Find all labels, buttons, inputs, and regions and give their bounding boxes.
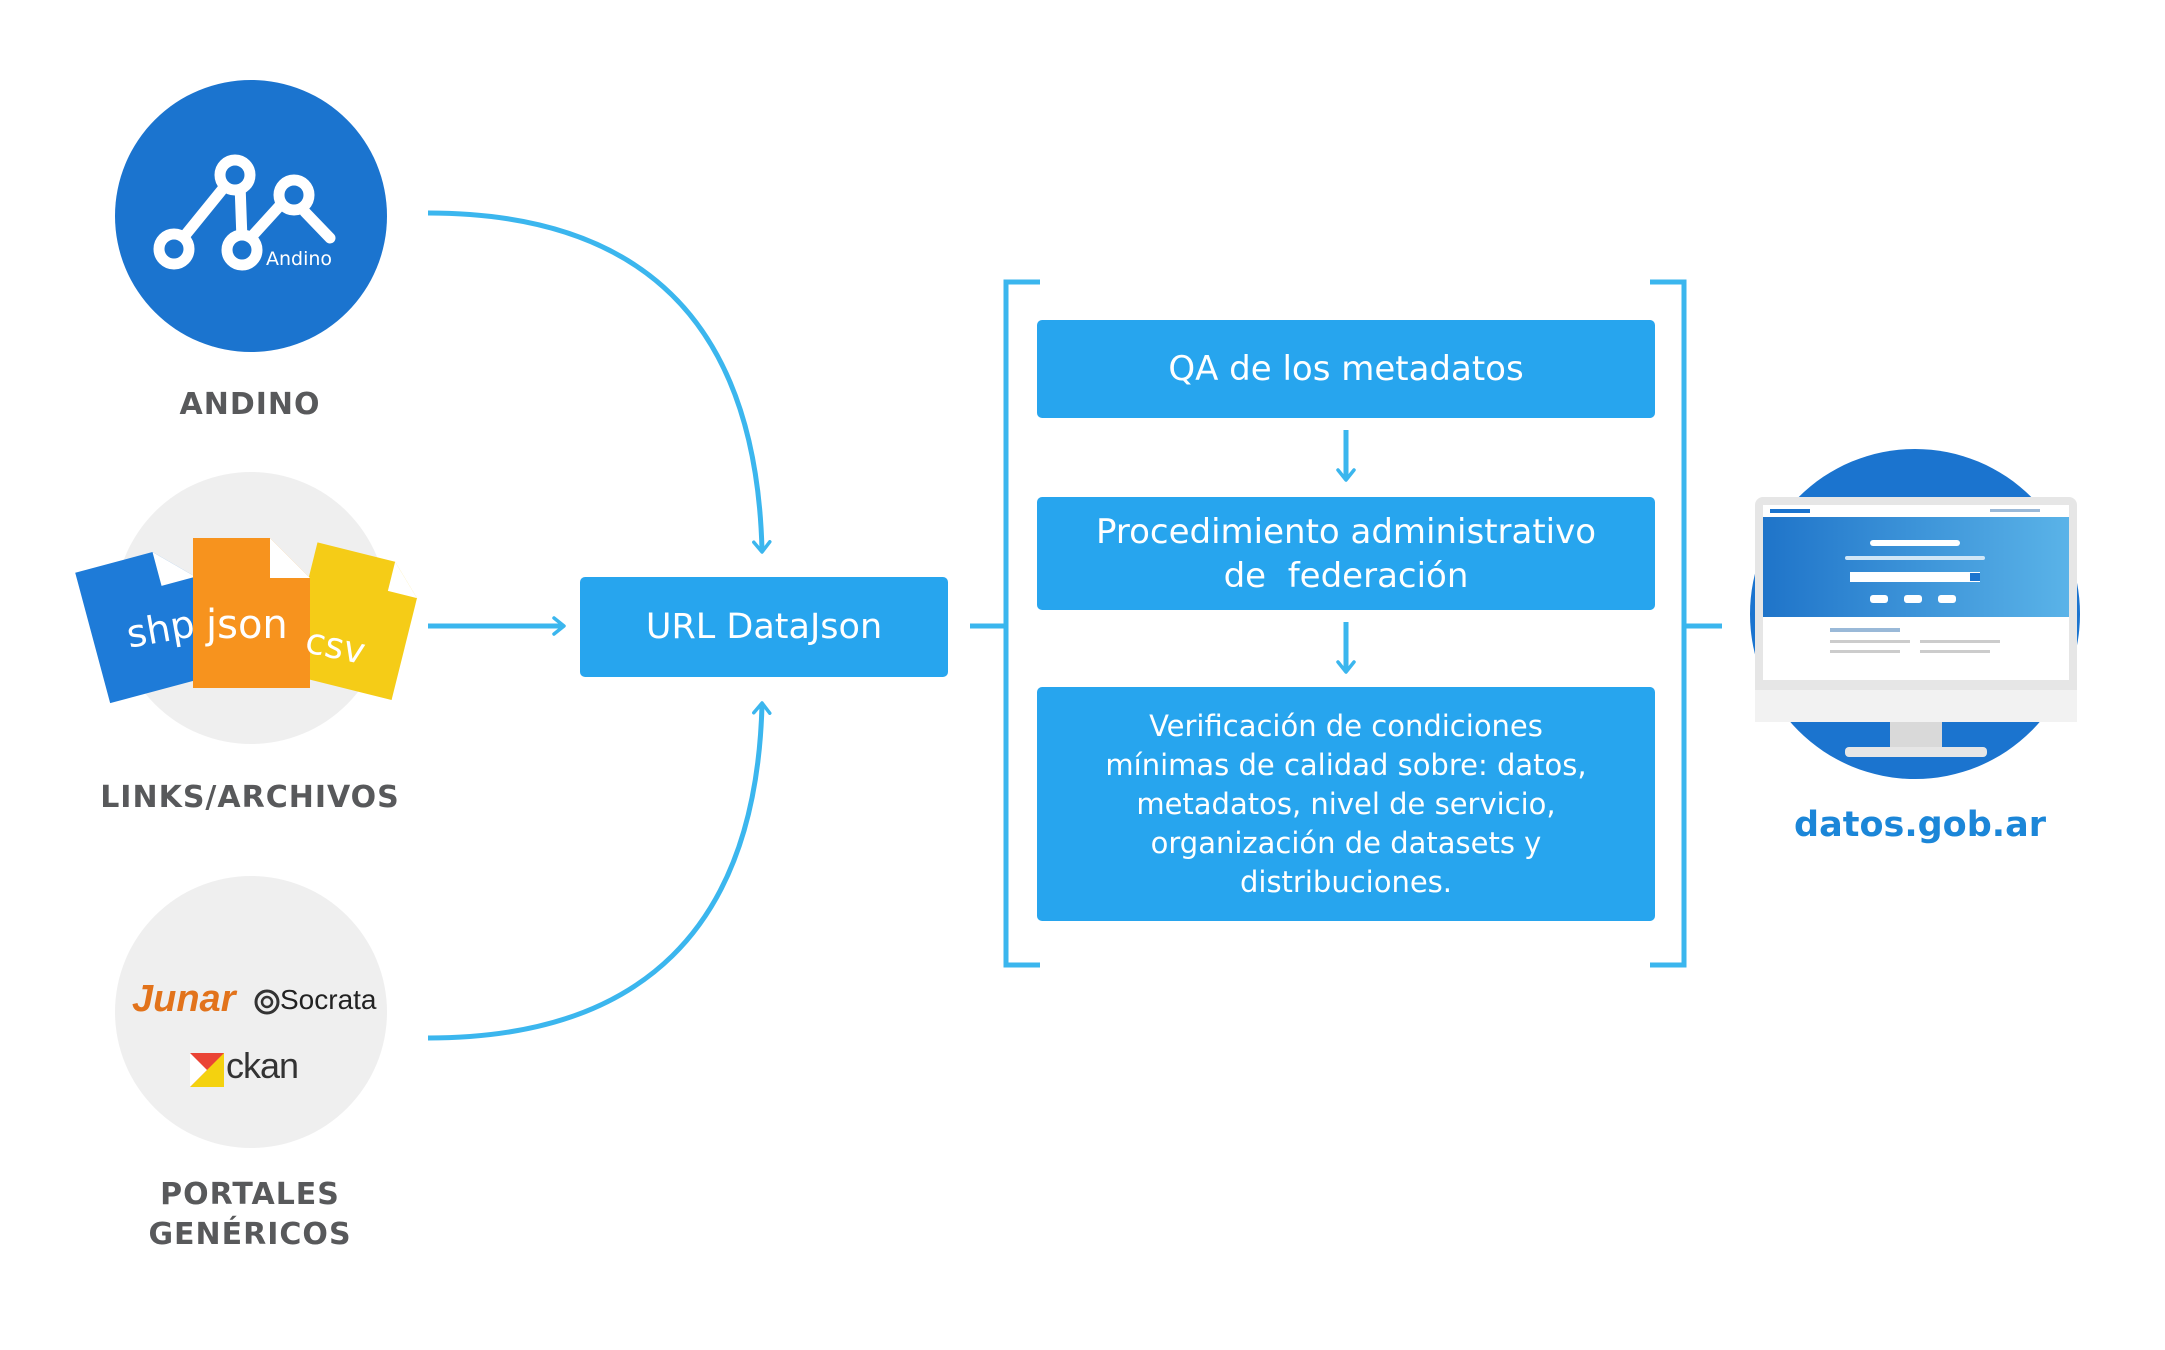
socrata-logo-text: Socrata [280, 984, 377, 1015]
verif-line2: mínimas de calidad sobre: datos, [1105, 747, 1587, 782]
arrow-andino-to-url [427, 210, 772, 554]
url-datajson-box: URL DataJson [580, 577, 948, 677]
junar-logo-text: Junar [132, 978, 236, 1020]
ckan-logo-icon [190, 1053, 224, 1087]
json-file-icon [193, 538, 310, 688]
portales-label-line2: GENÉRICOS [148, 1217, 352, 1252]
quality-verification-box: Verificación de condiciones mínimas de c… [1037, 687, 1655, 921]
portales-label: PORTALES GENÉRICOS [90, 1175, 410, 1255]
verif-line1: Verificación de condiciones [1149, 708, 1543, 743]
andino-logo-icon [153, 154, 336, 271]
andino-label: ANDINO [179, 387, 321, 422]
admin-procedure-line1: Procedimiento administrativo [1095, 511, 1597, 552]
andino-logo-text: Andino [266, 248, 333, 270]
datos-gob-ar-label: datos.gob.ar [1794, 805, 2046, 845]
url-datajson-label: URL DataJson [645, 607, 883, 647]
qa-metadata-box: QA de los metadatos [1037, 320, 1655, 418]
ckan-logo-text: ckan [226, 1045, 299, 1086]
right-bracket [1650, 279, 1687, 968]
shp-file-icon [75, 552, 222, 704]
socrata-logo-icon [254, 989, 280, 1015]
quality-verification-text: Verificación de condiciones mínimas de c… [1105, 707, 1586, 902]
portales-circle [115, 876, 387, 1148]
admin-procedure-box: Procedimiento administrativo de federaci… [1037, 497, 1655, 610]
admin-procedure-text: Procedimiento administrativo de federaci… [1096, 510, 1596, 598]
verif-line4: organización de datasets y [1150, 825, 1542, 860]
arrow-portales-to-url [427, 701, 772, 1041]
left-bracket [1003, 279, 1040, 968]
monitor-icon [1755, 497, 2077, 757]
qa-metadata-label: QA de los metadatos [1168, 349, 1524, 389]
admin-procedure-line2: de federación [1223, 555, 1469, 596]
json-file-label: json [206, 602, 288, 648]
files-icon [75, 538, 417, 704]
portales-label-line1: PORTALES [160, 1177, 340, 1212]
verif-line5: distribuciones. [1239, 864, 1452, 899]
links-label: LINKS/ARCHIVOS [100, 780, 400, 815]
andino-circle [115, 80, 387, 352]
csv-file-icon [284, 542, 417, 701]
verif-line3: metadatos, nivel de servicio, [1136, 786, 1556, 821]
